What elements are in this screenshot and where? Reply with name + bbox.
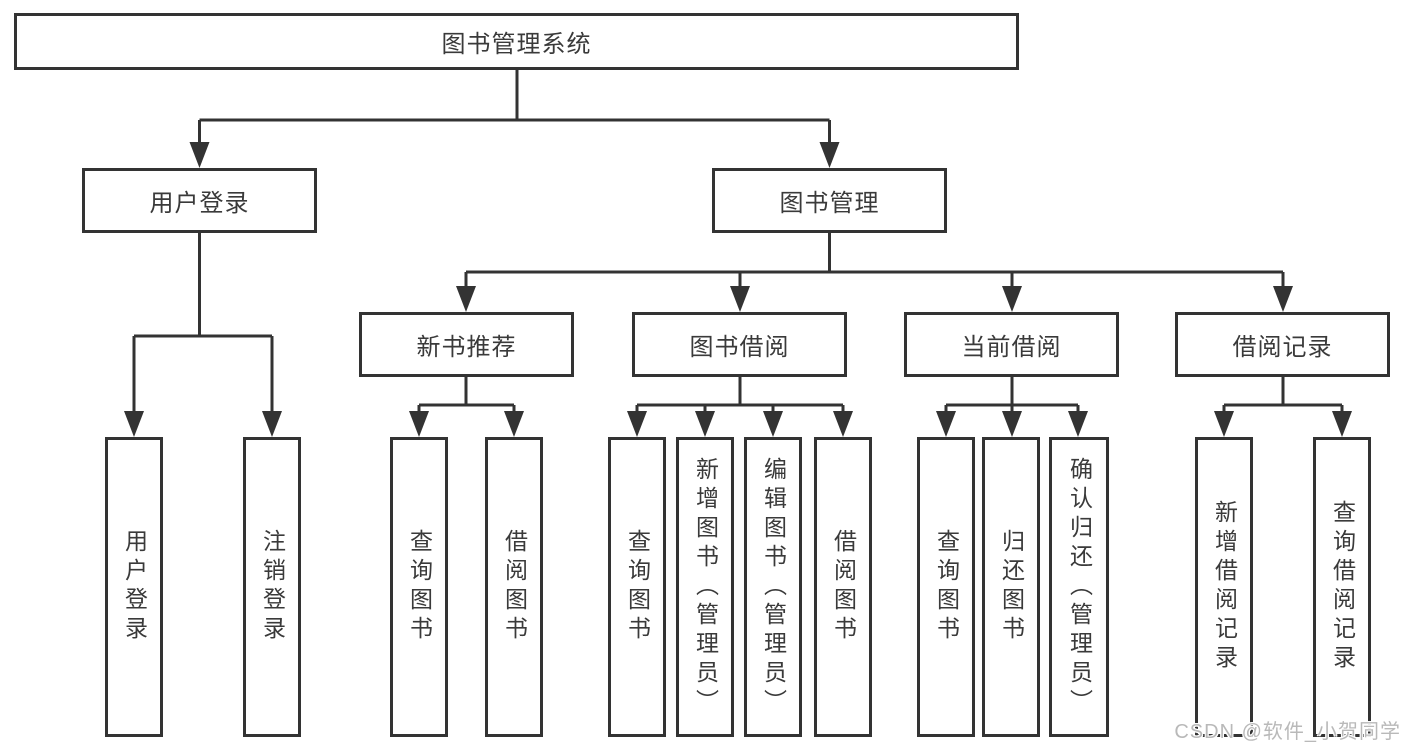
node-label: 新书推荐 (416, 334, 517, 361)
node-library-management-system: 图书管理系统 (14, 13, 1019, 70)
node-label: 图书管理 (779, 190, 880, 217)
node-label: 查询图书 (624, 529, 651, 645)
node-label: 借阅记录 (1232, 334, 1333, 361)
csdn-watermark: CSDN @软件_小贺同学 (1174, 721, 1401, 743)
node-label: 查询图书 (933, 529, 960, 645)
node-label: 当前借阅 (961, 334, 1062, 361)
node-label: 图书借阅 (689, 334, 790, 361)
node-label: 图书管理系统 (441, 31, 592, 58)
node-label: 查询借阅记录 (1329, 500, 1356, 674)
node-label: 借阅图书 (501, 529, 528, 645)
leaf-query-books-2: 查询图书 (608, 437, 666, 737)
leaf-logout: 注销登录 (243, 437, 301, 737)
leaf-query-borrow-record: 查询借阅记录 (1313, 437, 1371, 737)
node-borrowing-records: 借阅记录 (1175, 312, 1390, 377)
leaf-edit-book-admin: 编辑图书（管理员） (744, 437, 802, 737)
node-label: 借阅图书 (830, 529, 857, 645)
node-label: 用户登录 (149, 190, 250, 217)
leaf-user-login: 用户登录 (105, 437, 163, 737)
node-label: 确认归还（管理员） (1066, 456, 1093, 718)
leaf-confirm-return-admin: 确认归还（管理员） (1049, 437, 1109, 737)
leaf-query-books-1: 查询图书 (390, 437, 448, 737)
node-label: 新增图书（管理员） (692, 456, 719, 718)
node-label: 注销登录 (259, 529, 286, 645)
node-current-borrowing: 当前借阅 (904, 312, 1119, 377)
leaf-add-borrow-record: 新增借阅记录 (1195, 437, 1253, 737)
leaf-add-book-admin: 新增图书（管理员） (676, 437, 734, 737)
node-user-login: 用户登录 (82, 168, 317, 233)
node-label: 编辑图书（管理员） (760, 456, 787, 718)
leaf-query-books-3: 查询图书 (917, 437, 975, 737)
node-new-book-recommendation: 新书推荐 (359, 312, 574, 377)
leaf-borrow-books-1: 借阅图书 (485, 437, 543, 737)
node-book-management: 图书管理 (712, 168, 947, 233)
node-book-borrowing: 图书借阅 (632, 312, 847, 377)
node-label: 查询图书 (406, 529, 433, 645)
node-label: 归还图书 (998, 529, 1025, 645)
node-label: 新增借阅记录 (1211, 500, 1238, 674)
leaf-return-book: 归还图书 (982, 437, 1040, 737)
leaf-borrow-books-2: 借阅图书 (814, 437, 872, 737)
node-label: 用户登录 (121, 529, 148, 645)
